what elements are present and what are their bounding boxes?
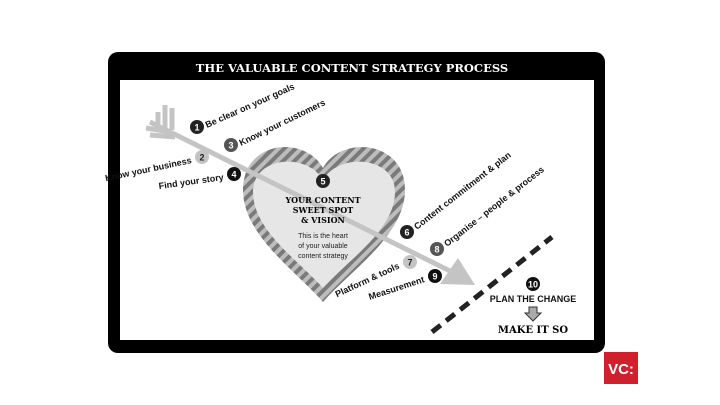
svg-text:of your valuable: of your valuable (298, 243, 348, 250)
step-5: 5 (316, 174, 330, 188)
dashed-divider (430, 235, 554, 334)
svg-text:5: 5 (320, 177, 325, 187)
svg-text:10: 10 (528, 280, 538, 290)
svg-text:This is the heart: This is the heart (298, 233, 348, 240)
svg-text:2: 2 (199, 153, 204, 163)
svg-text:3: 3 (228, 141, 233, 151)
vc-logo: VC: (604, 352, 638, 384)
arrow-head (440, 258, 475, 285)
svg-text:6: 6 (404, 228, 409, 238)
arrow (145, 105, 454, 275)
svg-text:VC:: VC: (608, 361, 634, 378)
svg-text:SWEET SPOT: SWEET SPOT (293, 205, 353, 215)
svg-text:9: 9 (432, 272, 437, 282)
svg-text:YOUR CONTENT: YOUR CONTENT (284, 195, 360, 205)
svg-text:content strategy: content strategy (298, 253, 348, 260)
svg-text:8: 8 (434, 245, 439, 255)
make-it-so: MAKE IT SO (498, 325, 568, 336)
step-10: 10 PLAN THE CHANGE (490, 277, 577, 304)
svg-text:& VISION: & VISION (301, 215, 345, 225)
svg-text:7: 7 (407, 258, 412, 268)
svg-text:1: 1 (194, 123, 199, 133)
down-arrow-icon (523, 306, 543, 322)
svg-text:PLAN THE CHANGE: PLAN THE CHANGE (490, 294, 577, 304)
title: THE VALUABLE CONTENT STRATEGY PROCESS (196, 61, 508, 75)
heart-text: YOUR CONTENT SWEET SPOT & VISION This is… (284, 195, 360, 260)
svg-text:4: 4 (231, 170, 236, 180)
